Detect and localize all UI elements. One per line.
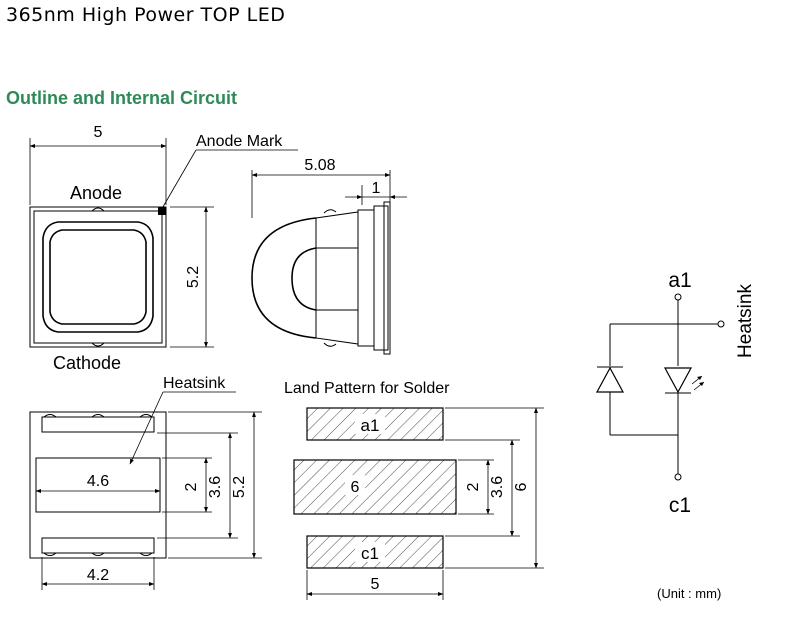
section-title: Outline and Internal Circuit (6, 88, 238, 108)
heatsink-callout-label: Heatsink (163, 375, 226, 392)
side-total-label: 5.08 (304, 157, 335, 174)
inner-dimension-label: 3.6 (207, 476, 224, 498)
led-diode (663, 367, 693, 394)
anode-label: Anode (70, 183, 122, 203)
land-pattern-title: Land Pattern for Solder (284, 380, 450, 397)
top-width-label: 5 (94, 124, 103, 141)
heatsink-leader (129, 391, 164, 465)
land-pad-c1-label: c1 (361, 544, 379, 563)
circuit-terminal-c1: c1 (669, 494, 691, 517)
land-width-label: 5 (371, 576, 380, 593)
bottom-cathode-pad (41, 537, 155, 554)
internal-circuit: a1 Heatsink c1 (595, 269, 756, 517)
top-view: 5 Anode Cathode Anode Mark 5.2 (29, 124, 298, 373)
document-title: 365nm High Power TOP LED (6, 4, 286, 26)
side-flange (357, 209, 375, 347)
top-height-label: 5.2 (185, 266, 202, 288)
bottom-heatsink-pad (35, 457, 161, 513)
land-center-label: 2 (465, 482, 482, 491)
circuit-heatsink-label: Heatsink (735, 284, 756, 358)
bottom-anode-pad (41, 416, 155, 433)
side-view: 5.08 1 (251, 157, 407, 355)
land-pad-a1-label: a1 (361, 416, 380, 435)
pad-height-label: 2 (183, 482, 200, 491)
anode-mark-label: Anode Mark (196, 133, 283, 150)
lens-cavity-inner (49, 229, 147, 325)
land-total-label: 6 (513, 482, 530, 491)
bottom-view: Heatsink 4.6 2 3.6 5.2 4.2 (29, 375, 262, 590)
side-flange-label: 1 (372, 180, 381, 197)
protection-diode (595, 366, 625, 393)
unit-note: (Unit : mm) (657, 586, 721, 601)
side-body (315, 211, 359, 345)
bottom-width-label: 4.2 (87, 567, 109, 584)
package-inner-frame (33, 210, 163, 344)
circuit-terminal-a1: a1 (668, 269, 691, 292)
land-pad-center (293, 459, 457, 515)
cathode-label: Cathode (53, 353, 121, 373)
land-pad-center-label: 6 (351, 479, 360, 496)
land-pattern: Land Pattern for Solder a1 6 c1 5 2 3.6 … (284, 380, 544, 600)
lens-cavity-outer (42, 221, 154, 333)
package-top-outline (29, 206, 167, 348)
anode-mark-notch (158, 207, 166, 215)
land-gap-label: 3.6 (489, 476, 506, 498)
side-dome (251, 217, 317, 339)
bottom-body (29, 411, 167, 559)
anode-mark-leader (159, 149, 197, 213)
pad-width-label: 4.6 (87, 473, 109, 490)
outer-dimension-label: 5.2 (231, 476, 248, 498)
